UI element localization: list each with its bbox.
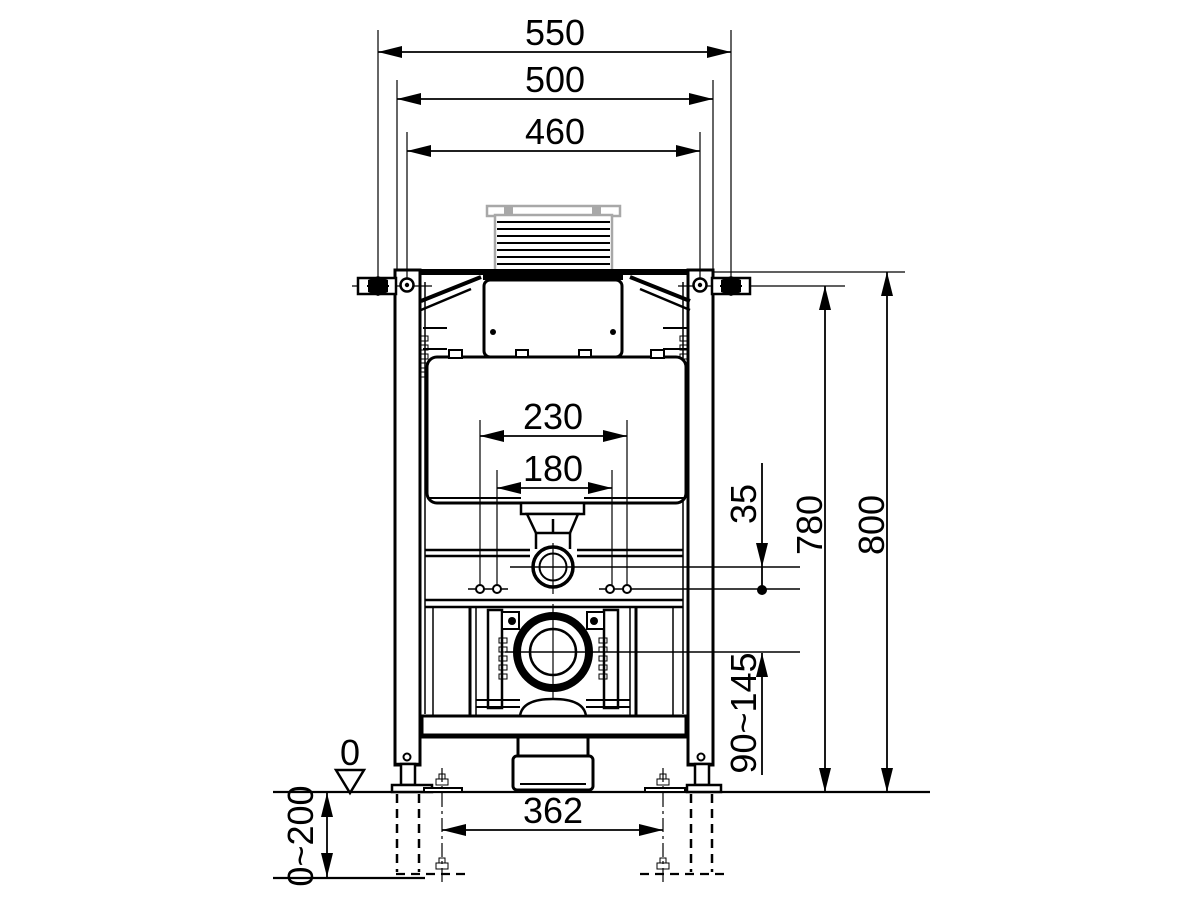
drain-bracket-hatching bbox=[498, 637, 608, 680]
shaft-dot-left bbox=[490, 329, 496, 335]
drain-outlet-pipe bbox=[511, 735, 595, 792]
dim-550-label: 550 bbox=[525, 12, 585, 53]
actuator-louvers bbox=[497, 221, 610, 265]
dim-0-200-label: 0~200 bbox=[280, 785, 321, 886]
access-shaft bbox=[482, 278, 624, 359]
rail-fixing-tabs bbox=[418, 327, 690, 378]
dimension-90-145: 90~145 bbox=[723, 652, 768, 775]
drain-assembly bbox=[468, 604, 800, 718]
dim-180-label: 180 bbox=[523, 448, 583, 489]
drain-bracket-right bbox=[602, 608, 620, 710]
dimension-460: 460 bbox=[406, 111, 701, 279]
flush-pipe-elbow bbox=[510, 501, 800, 594]
hidden-leg-extensions bbox=[395, 794, 714, 872]
dimension-180: 180 bbox=[496, 448, 613, 585]
cross-strut-upper bbox=[425, 548, 683, 558]
left-adjustable-foot bbox=[399, 762, 417, 787]
dimension-0-200: 0~200 bbox=[280, 785, 333, 887]
corner-gussets bbox=[420, 275, 691, 312]
feet-and-anchors bbox=[390, 752, 723, 886]
dim-780-label: 780 bbox=[789, 495, 830, 555]
dim-362-label: 362 bbox=[523, 790, 583, 831]
dimension-550: 550 bbox=[377, 12, 732, 278]
frame-left-rail bbox=[393, 268, 422, 767]
dim-230-label: 230 bbox=[523, 396, 583, 437]
dim-800-label: 800 bbox=[851, 495, 892, 555]
mounting-frame bbox=[393, 268, 715, 767]
floor-datum: 0 bbox=[333, 732, 367, 796]
frame-right-rail bbox=[686, 268, 715, 767]
flush-pipe-flange bbox=[519, 501, 586, 516]
floor-anchor-bolts bbox=[435, 773, 670, 870]
drain-socket-dome bbox=[518, 697, 588, 718]
dim-90-145-label: 90~145 bbox=[723, 652, 764, 773]
bowl-fixing-bolts bbox=[468, 584, 800, 594]
dim-500-label: 500 bbox=[525, 59, 585, 100]
dim-460-label: 460 bbox=[525, 111, 585, 152]
dim-35-reference-dot bbox=[757, 585, 767, 595]
cross-strut-lower bbox=[425, 598, 683, 716]
actuator-cap-notch-left bbox=[504, 207, 513, 214]
dimension-35: 35 bbox=[723, 463, 768, 595]
shaft-dot-right bbox=[610, 329, 616, 335]
dimension-362: 362 bbox=[442, 790, 663, 836]
dim-35-label: 35 bbox=[723, 484, 764, 524]
dimension-780: 780 bbox=[789, 286, 831, 792]
actuator-cap-notch-right bbox=[592, 207, 601, 214]
dimension-500: 500 bbox=[396, 59, 714, 270]
frame-bottom-bar bbox=[420, 714, 688, 739]
datum-zero-label: 0 bbox=[340, 732, 360, 773]
datum-triangle bbox=[333, 768, 367, 796]
right-adjustable-foot bbox=[693, 762, 711, 787]
dimension-800: 800 bbox=[713, 271, 905, 792]
drain-bracket-left bbox=[486, 608, 504, 710]
dimension-230: 230 bbox=[479, 396, 628, 585]
flush-actuator-box bbox=[485, 204, 622, 274]
right-foot-plate bbox=[685, 783, 723, 794]
floor-lines bbox=[273, 790, 930, 880]
